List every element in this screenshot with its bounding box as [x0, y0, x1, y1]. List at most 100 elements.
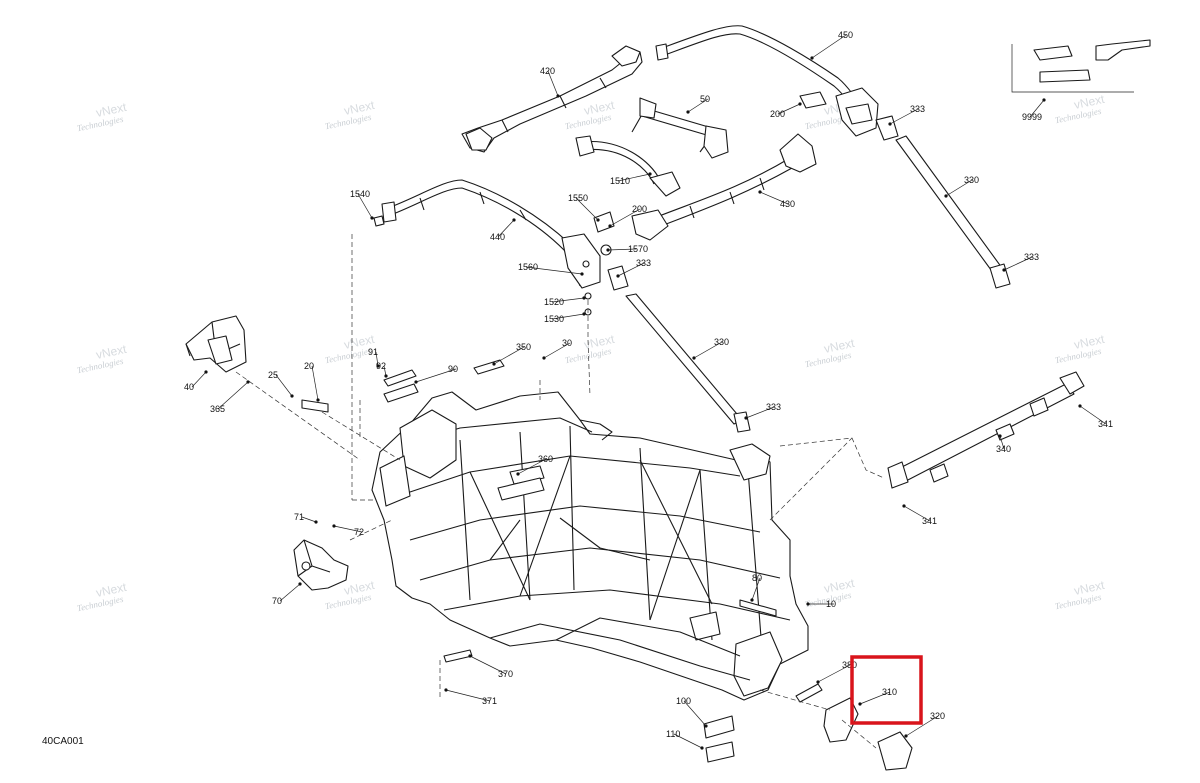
- callout-dot-91: [376, 364, 380, 368]
- callout-1550[interactable]: 1550: [568, 193, 588, 203]
- callout-365[interactable]: 365: [210, 404, 225, 414]
- watermark-line1: vNext: [1073, 92, 1107, 112]
- callout-dot-70: [298, 582, 302, 586]
- callout-dot-110: [700, 746, 704, 750]
- watermark-line1: vNext: [95, 100, 129, 120]
- callout-leader-1560: [525, 266, 583, 275]
- callout-leader-9999: [1029, 99, 1045, 118]
- callout-dot-92: [384, 374, 388, 378]
- callout-leader-72: [333, 525, 363, 533]
- callout-320[interactable]: 320: [930, 711, 945, 721]
- callout-leader-40: [191, 371, 207, 388]
- callout-dot-1510: [648, 172, 652, 176]
- callout-71[interactable]: 71: [294, 512, 304, 522]
- callout-380[interactable]: 380: [842, 660, 857, 670]
- callout-leader-70: [279, 583, 301, 602]
- callout-dot-1540: [370, 216, 374, 220]
- callout-420[interactable]: 420: [540, 66, 555, 76]
- highlight-box-310: [850, 655, 923, 725]
- callout-leader-371: [445, 689, 491, 702]
- callout-440[interactable]: 440: [490, 232, 505, 242]
- callout-dot-360: [516, 472, 520, 476]
- callout-30[interactable]: 30: [562, 338, 572, 348]
- watermark-line1: vNext: [1073, 578, 1107, 598]
- callout-200[interactable]: 200: [770, 109, 785, 119]
- callout-25[interactable]: 25: [268, 370, 278, 380]
- callout-341[interactable]: 341: [1098, 419, 1113, 429]
- main-chassis-frame: [371, 391, 809, 701]
- callout-450[interactable]: 450: [838, 30, 853, 40]
- callout-1560[interactable]: 1560: [518, 262, 538, 272]
- callout-371[interactable]: 371: [482, 696, 497, 706]
- callout-leader-71: [301, 516, 317, 523]
- watermark-line1: vNext: [823, 336, 857, 356]
- callout-20[interactable]: 20: [304, 361, 314, 371]
- callout-333[interactable]: 333: [910, 104, 925, 114]
- callout-80[interactable]: 80: [752, 573, 762, 583]
- callout-360[interactable]: 360: [538, 454, 553, 464]
- watermark-line1: vNext: [343, 332, 377, 352]
- callout-350[interactable]: 350: [516, 342, 531, 352]
- callout-leader-420: [547, 70, 559, 97]
- callout-dot-370: [468, 654, 472, 658]
- callout-leader-440: [497, 219, 515, 238]
- bracket-part-40: [185, 315, 247, 373]
- callout-dot-1570: [606, 248, 610, 252]
- callout-333[interactable]: 333: [766, 402, 781, 412]
- callout-72[interactable]: 72: [354, 527, 364, 537]
- callout-1520[interactable]: 1520: [544, 297, 564, 307]
- callout-1510[interactable]: 1510: [610, 176, 630, 186]
- watermark-line1: vNext: [583, 98, 617, 118]
- assembly-dashed-lines: [235, 234, 885, 749]
- callout-dot-20: [316, 398, 320, 402]
- callout-340[interactable]: 340: [996, 444, 1011, 454]
- callout-91[interactable]: 91: [368, 347, 378, 357]
- decal-legend-9999: [1011, 39, 1151, 93]
- callout-leader-330: [693, 341, 723, 359]
- callout-370[interactable]: 370: [498, 669, 513, 679]
- callout-dot-100: [704, 724, 708, 728]
- callout-dot-200: [798, 102, 802, 106]
- callout-430[interactable]: 430: [780, 199, 795, 209]
- callout-10[interactable]: 10: [826, 599, 836, 609]
- crossbar-part-50: [575, 97, 729, 197]
- callout-200[interactable]: 200: [632, 204, 647, 214]
- callout-341[interactable]: 341: [922, 516, 937, 526]
- callout-92[interactable]: 92: [376, 361, 386, 371]
- callout-leader-20: [311, 365, 319, 401]
- callout-dot-420: [556, 94, 560, 98]
- callout-dot-30: [542, 356, 546, 360]
- callout-dot-72: [332, 524, 336, 528]
- callout-333[interactable]: 333: [636, 258, 651, 268]
- callout-leader-1510: [617, 173, 651, 182]
- callout-leader-365: [217, 381, 249, 410]
- callout-1570[interactable]: 1570: [628, 244, 648, 254]
- callout-dot-25: [290, 394, 294, 398]
- callout-leader-430: [759, 191, 789, 205]
- callout-50[interactable]: 50: [700, 94, 710, 104]
- callout-40[interactable]: 40: [184, 382, 194, 392]
- callout-310[interactable]: 310: [882, 687, 897, 697]
- callout-330[interactable]: 330: [714, 337, 729, 347]
- callout-100[interactable]: 100: [676, 696, 691, 706]
- callout-1540[interactable]: 1540: [350, 189, 370, 199]
- callout-leader-1540: [357, 193, 373, 219]
- diagram-code: 40CA001: [42, 736, 84, 747]
- callout-1530[interactable]: 1530: [544, 314, 564, 324]
- callout-90[interactable]: 90: [448, 364, 458, 374]
- callout-dot-333: [1002, 268, 1006, 272]
- callout-333[interactable]: 333: [1024, 252, 1039, 262]
- callout-110[interactable]: 110: [666, 729, 680, 739]
- callout-dot-1530: [582, 312, 586, 316]
- callout-9999[interactable]: 9999: [1022, 112, 1042, 122]
- callout-dot-340: [998, 434, 1002, 438]
- callout-leader-1550: [575, 197, 599, 221]
- callout-330[interactable]: 330: [964, 175, 979, 185]
- callout-leader-310: [859, 691, 891, 705]
- callout-70[interactable]: 70: [272, 596, 282, 606]
- callout-dot-333: [616, 274, 620, 278]
